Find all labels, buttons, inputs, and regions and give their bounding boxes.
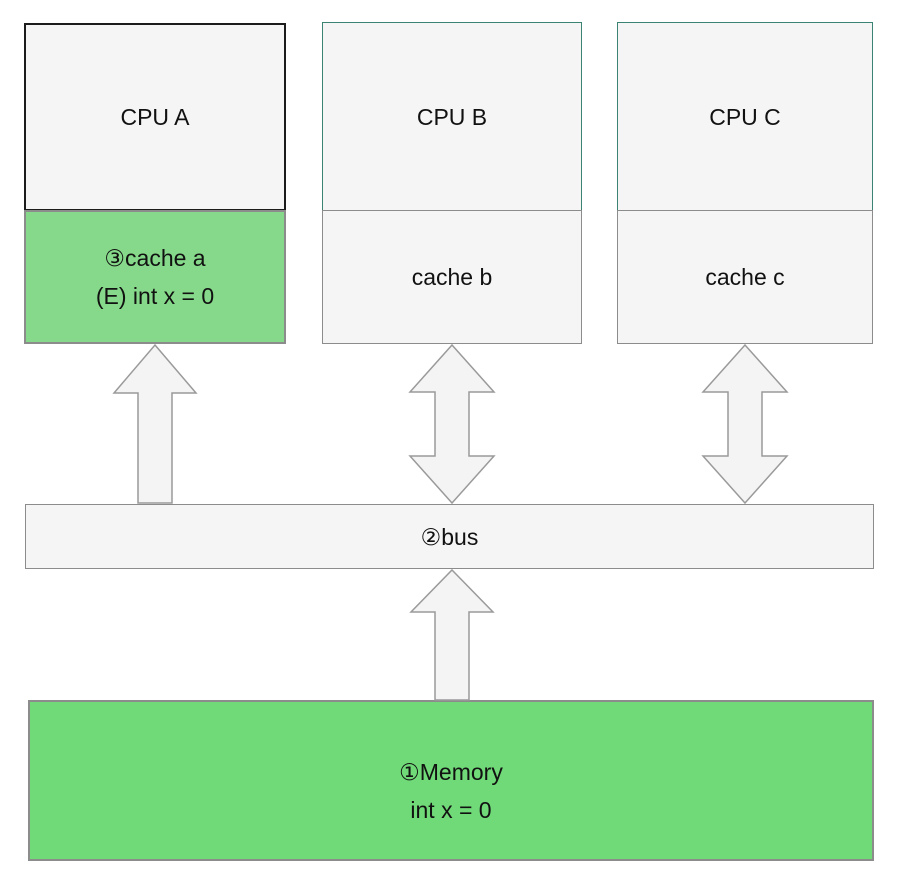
bus-label: ②bus — [420, 523, 479, 550]
arrow-memory-to-bus-icon — [409, 568, 495, 701]
memory-title: ①Memory — [399, 758, 503, 785]
cache-a-value: (E) int x = 0 — [95, 283, 215, 309]
cpu-a-box: CPU A — [24, 23, 286, 211]
cache-c-box: cache c — [617, 210, 873, 344]
arrow-cache-b-bus-icon — [408, 343, 496, 505]
cache-a-box: ③cache a (E) int x = 0 — [24, 210, 286, 344]
bus-box: ②bus — [25, 504, 874, 569]
cache-a-title: ③cache a — [104, 245, 206, 271]
cpu-b-label: CPU B — [416, 103, 488, 130]
cache-b-label: cache b — [411, 264, 493, 290]
cache-b-box: cache b — [322, 210, 582, 344]
cpu-c-box: CPU C — [617, 22, 873, 211]
cpu-a-label: CPU A — [120, 104, 190, 130]
cpu-c-label: CPU C — [709, 103, 781, 130]
memory-value: int x = 0 — [410, 796, 492, 823]
cache-c-label: cache c — [705, 264, 785, 290]
arrow-cache-c-bus-icon — [701, 343, 789, 505]
memory-box: ①Memory int x = 0 — [28, 700, 874, 861]
cpu-b-box: CPU B — [322, 22, 582, 211]
arrow-bus-to-cache-a-icon — [112, 343, 198, 504]
